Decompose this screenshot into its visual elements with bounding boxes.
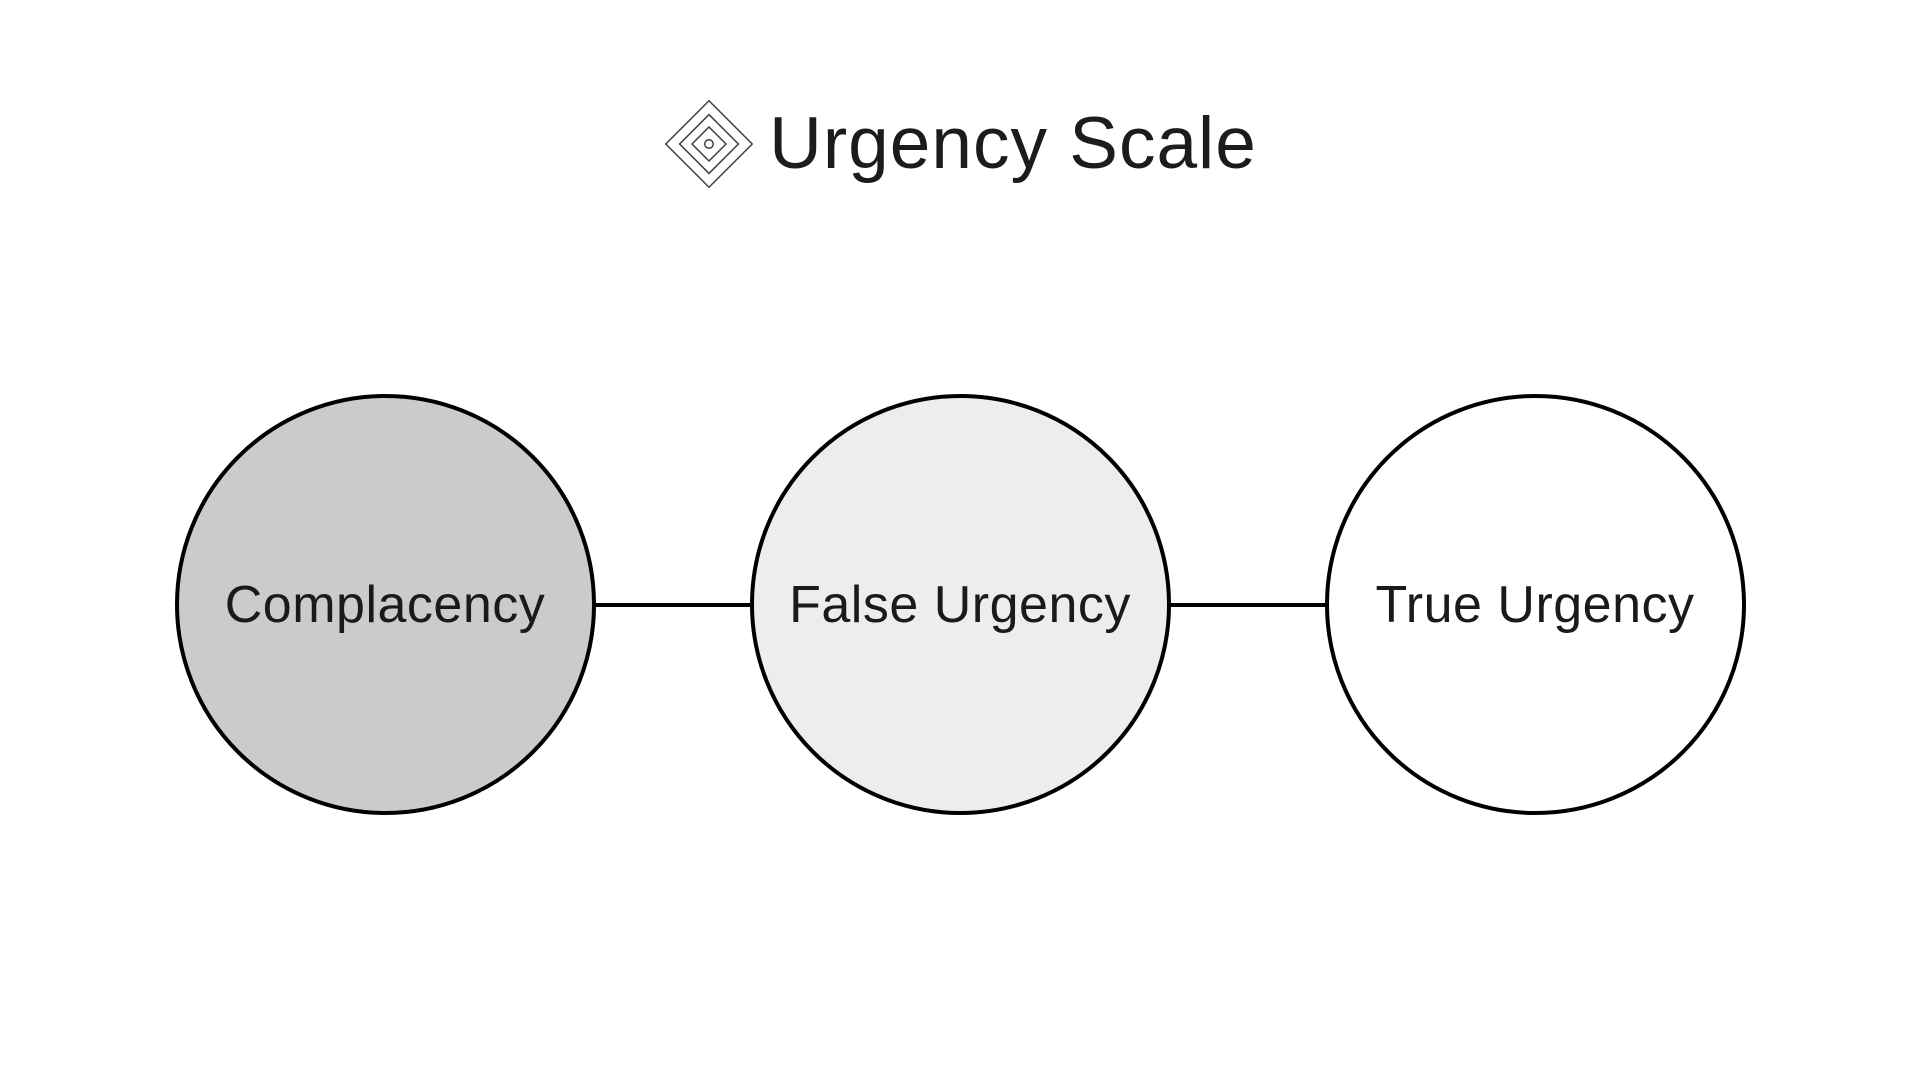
node-false-urgency: False Urgency xyxy=(749,394,1171,815)
urgency-scale-diagram: Complacency False Urgency True Urgency xyxy=(0,394,1920,815)
page-title: Urgency Scale xyxy=(769,103,1257,184)
node-true-urgency: True Urgency xyxy=(1324,394,1746,815)
node-label-true-urgency: True Urgency xyxy=(1375,575,1695,634)
connector-line-2 xyxy=(1168,602,1327,607)
node-label-false-urgency: False Urgency xyxy=(789,575,1131,634)
node-label-complacency: Complacency xyxy=(224,575,546,634)
connector-line-1 xyxy=(593,602,752,607)
nested-diamonds-icon xyxy=(663,98,755,190)
node-complacency: Complacency xyxy=(174,394,596,815)
header: Urgency Scale xyxy=(0,98,1920,190)
